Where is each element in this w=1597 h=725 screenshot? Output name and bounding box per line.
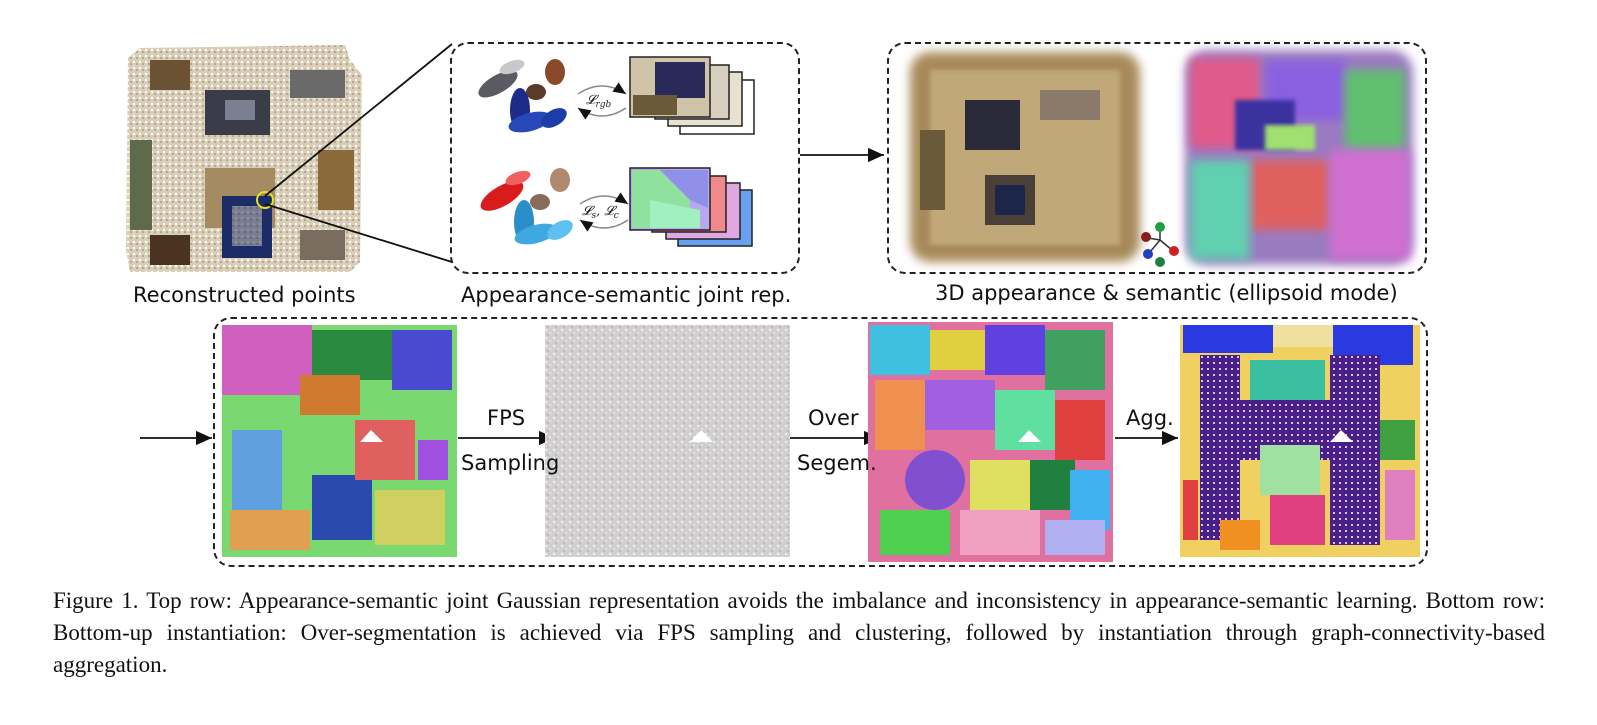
joint-rep-label: Appearance-semantic joint rep. bbox=[461, 283, 792, 307]
sampling-label: Sampling bbox=[461, 451, 560, 475]
agg-label: Agg. bbox=[1126, 406, 1174, 430]
reconstructed-points-image bbox=[126, 45, 362, 272]
aggregated-instances-scene bbox=[1180, 325, 1420, 557]
over-label: Over bbox=[808, 406, 859, 430]
semantic-image-stack bbox=[629, 167, 753, 247]
segem-label: Segem. bbox=[797, 451, 877, 475]
result-label: 3D appearance & semantic (ellipsoid mode… bbox=[935, 281, 1398, 305]
appearance-ellipsoids-icon bbox=[478, 59, 567, 133]
figure-caption: Figure 1. Top row: Appearance-semantic j… bbox=[53, 588, 1545, 677]
fps-label: FPS bbox=[487, 406, 526, 430]
semantic-points-scene bbox=[222, 325, 457, 557]
reconstructed-points-label: Reconstructed points bbox=[133, 283, 356, 307]
rgb-image-stack bbox=[629, 56, 755, 135]
appearance-render-image bbox=[910, 52, 1140, 262]
result-box bbox=[887, 42, 1427, 274]
semantic-ellipsoids-icon bbox=[480, 168, 573, 245]
over-segmented-scene bbox=[868, 322, 1113, 562]
bottom-row-box bbox=[213, 317, 1428, 567]
zoom-line-top bbox=[264, 43, 453, 197]
axis-gizmo-icon bbox=[1141, 222, 1179, 267]
joint-rep-box bbox=[450, 42, 800, 274]
fps-sampled-scene bbox=[545, 325, 790, 557]
loss-sc-label: 𝓛s, 𝓛c bbox=[582, 204, 619, 221]
zoom-line-bottom bbox=[264, 203, 453, 263]
semantic-render-image bbox=[1185, 50, 1413, 265]
